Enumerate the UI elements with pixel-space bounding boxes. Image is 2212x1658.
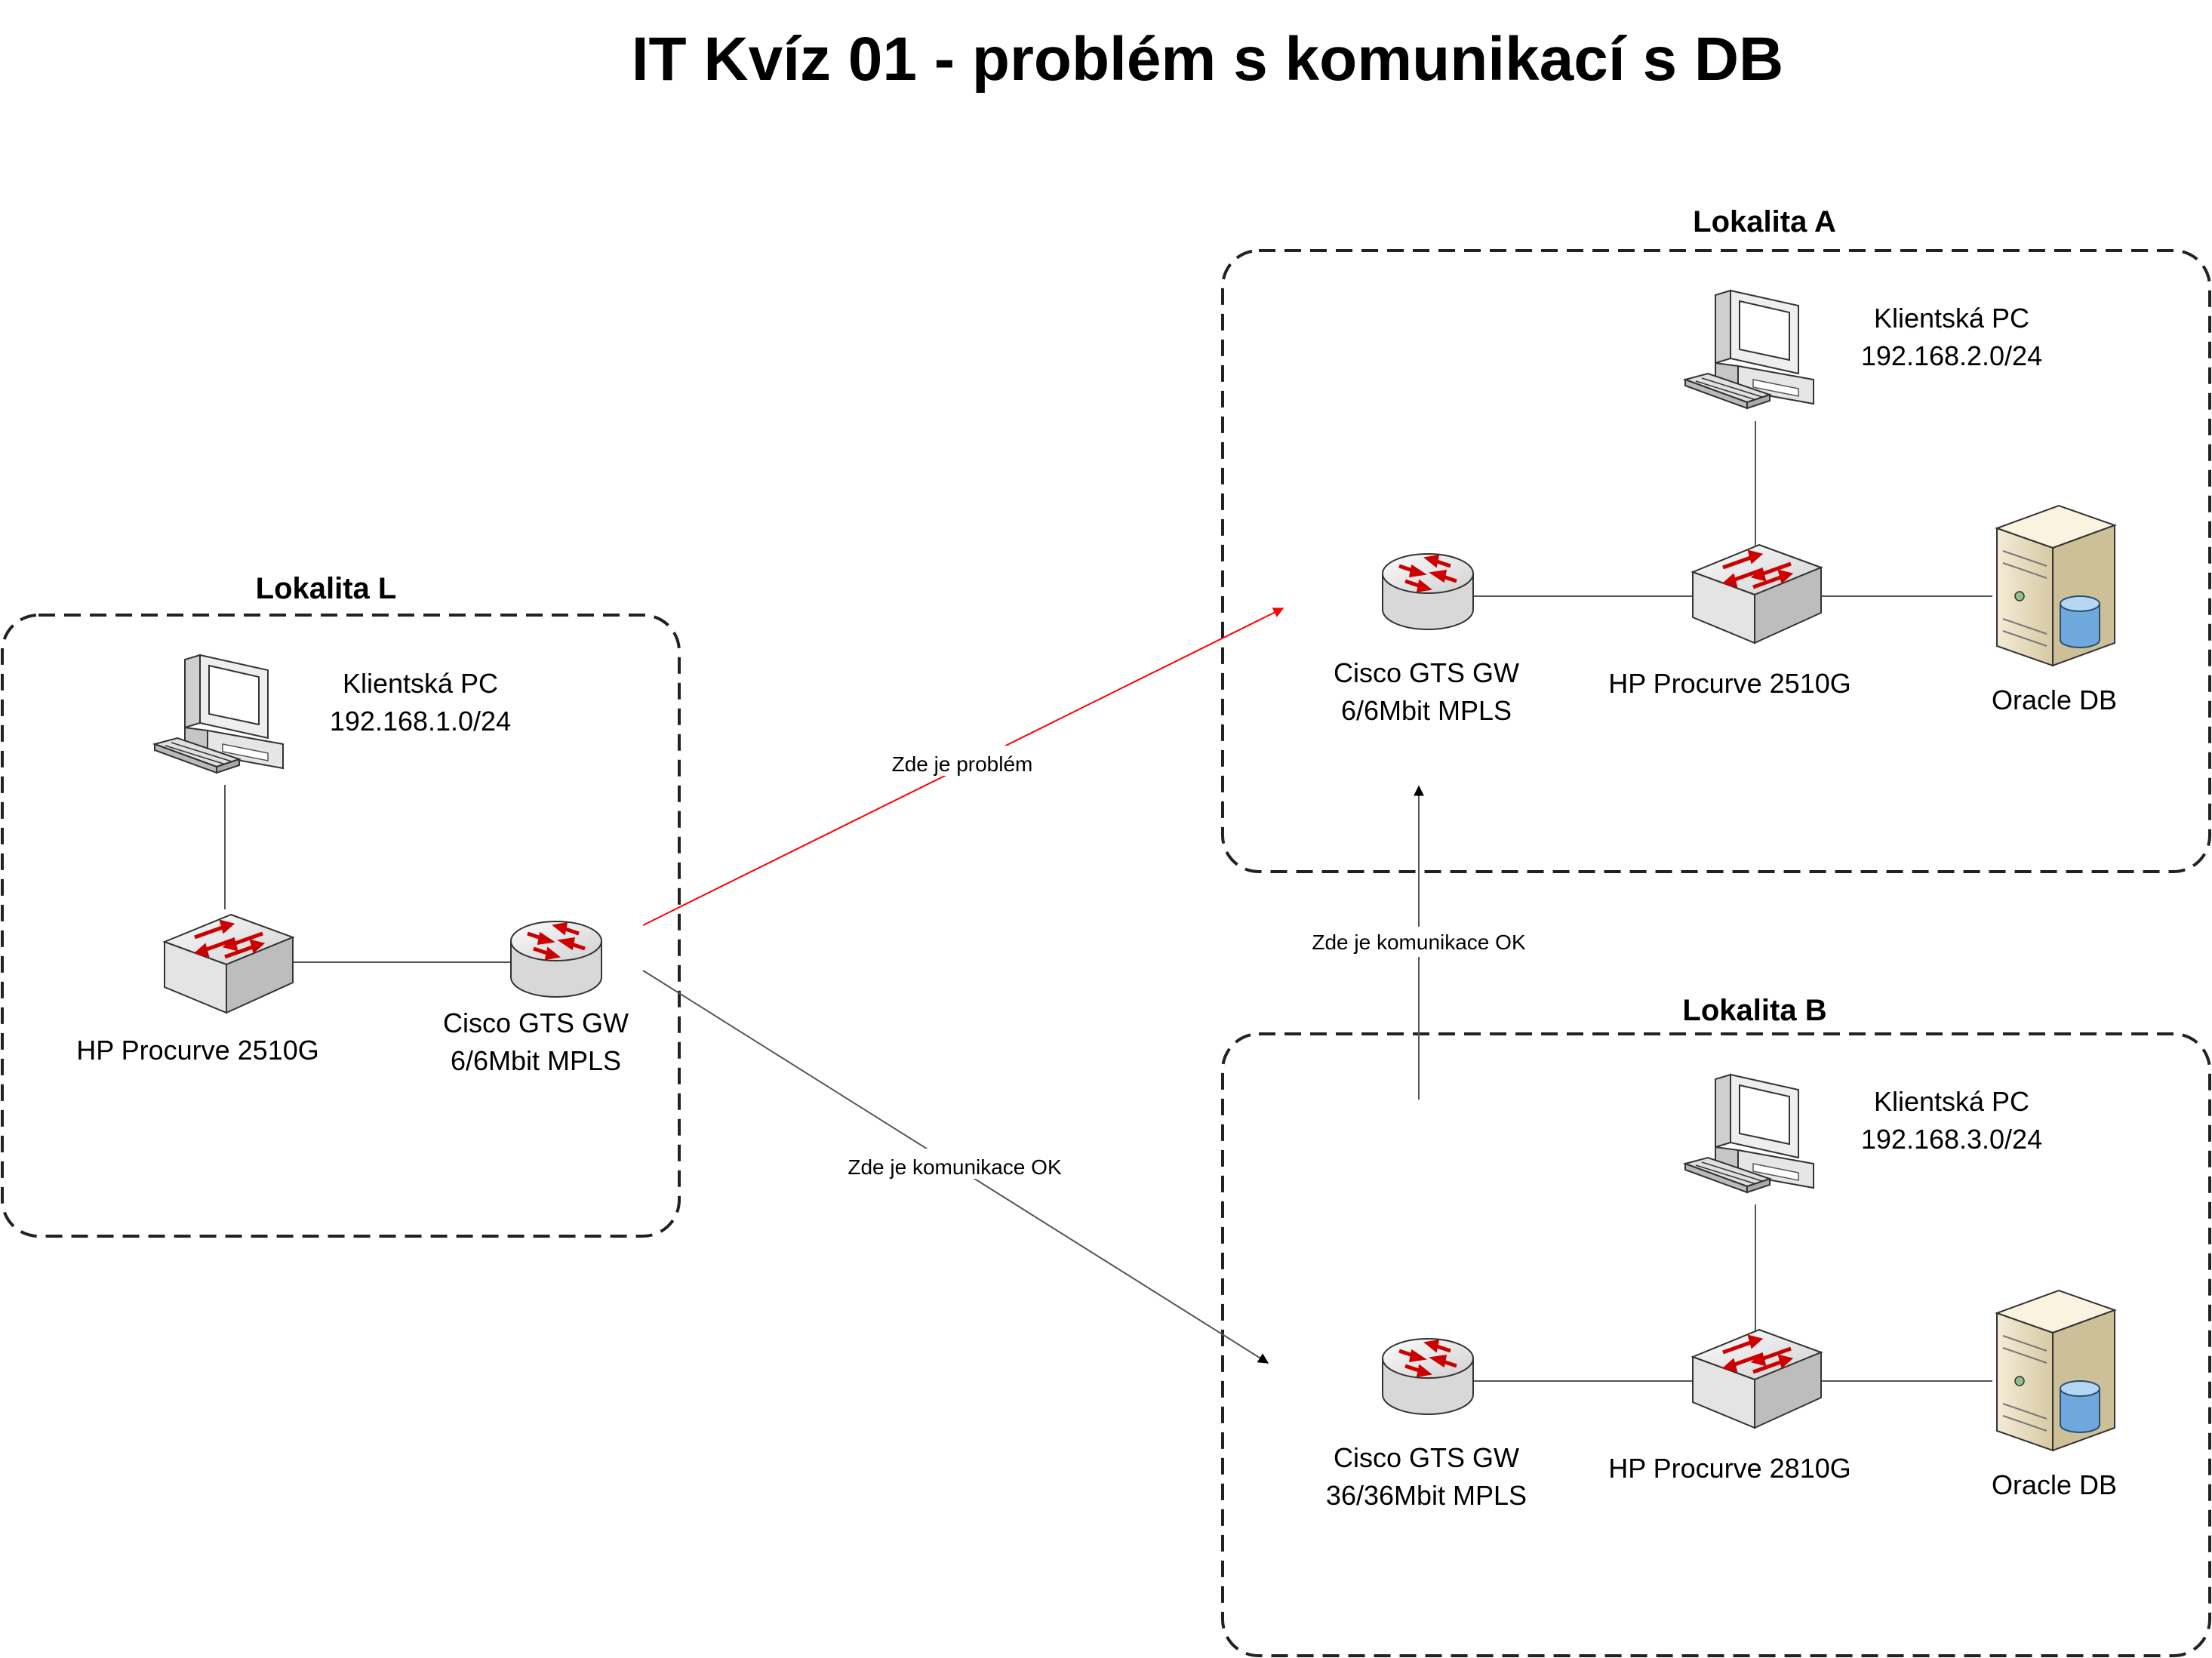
switch-icon <box>1693 545 1821 643</box>
switch-label-b: HP Procurve 2810G <box>1608 1453 1851 1484</box>
diagram-title: IT Kvíz 01 - problém s komunikací s DB <box>632 25 1784 94</box>
site-name-l: Lokalita L <box>256 572 397 605</box>
site-name-a: Lokalita A <box>1693 205 1836 238</box>
switch-label-a: HP Procurve 2510G <box>1608 668 1851 699</box>
computer-icon <box>1684 1074 1814 1193</box>
router-icon <box>1383 554 1473 629</box>
router-label-l: Cisco GTS GW <box>443 1007 629 1038</box>
link-label-ok-l-b: Zde je komunikace OK <box>848 1155 1062 1179</box>
pc-label-a: Klientská PC <box>1874 303 2029 334</box>
site-box-l <box>1 614 681 1238</box>
computer-icon <box>154 654 284 774</box>
database-server-icon <box>1996 505 2115 666</box>
link-label-problem: Zde je problém <box>892 752 1033 776</box>
database-server-icon <box>1996 1290 2115 1451</box>
site-box-a <box>1221 249 2211 873</box>
router-link-b: 36/36Mbit MPLS <box>1326 1480 1527 1511</box>
pc-subnet-a: 192.168.2.0/24 <box>1861 340 2042 371</box>
router-icon <box>1383 1339 1473 1414</box>
router-label-a: Cisco GTS GW <box>1334 657 1519 688</box>
pc-subnet-b: 192.168.3.0/24 <box>1861 1124 2042 1155</box>
link-label-ok-b-a: Zde je komunikace OK <box>1312 931 1526 954</box>
switch-icon <box>165 915 293 1013</box>
pc-label-b: Klientská PC <box>1874 1086 2029 1117</box>
site-box-b <box>1221 1032 2211 1657</box>
router-label-b: Cisco GTS GW <box>1334 1442 1519 1473</box>
db-label-b: Oracle DB <box>1992 1469 2117 1500</box>
computer-icon <box>1684 290 1814 409</box>
switch-icon <box>1693 1330 1821 1428</box>
db-label-a: Oracle DB <box>1992 684 2117 715</box>
router-link-a: 6/6Mbit MPLS <box>1341 695 1512 726</box>
pc-subnet-l: 192.168.1.0/24 <box>330 706 511 737</box>
pc-label-l: Klientská PC <box>343 668 498 699</box>
router-icon <box>511 921 601 997</box>
site-name-b: Lokalita B <box>1682 994 1826 1027</box>
switch-label-l: HP Procurve 2510G <box>76 1035 319 1066</box>
router-link-l: 6/6Mbit MPLS <box>451 1045 621 1076</box>
